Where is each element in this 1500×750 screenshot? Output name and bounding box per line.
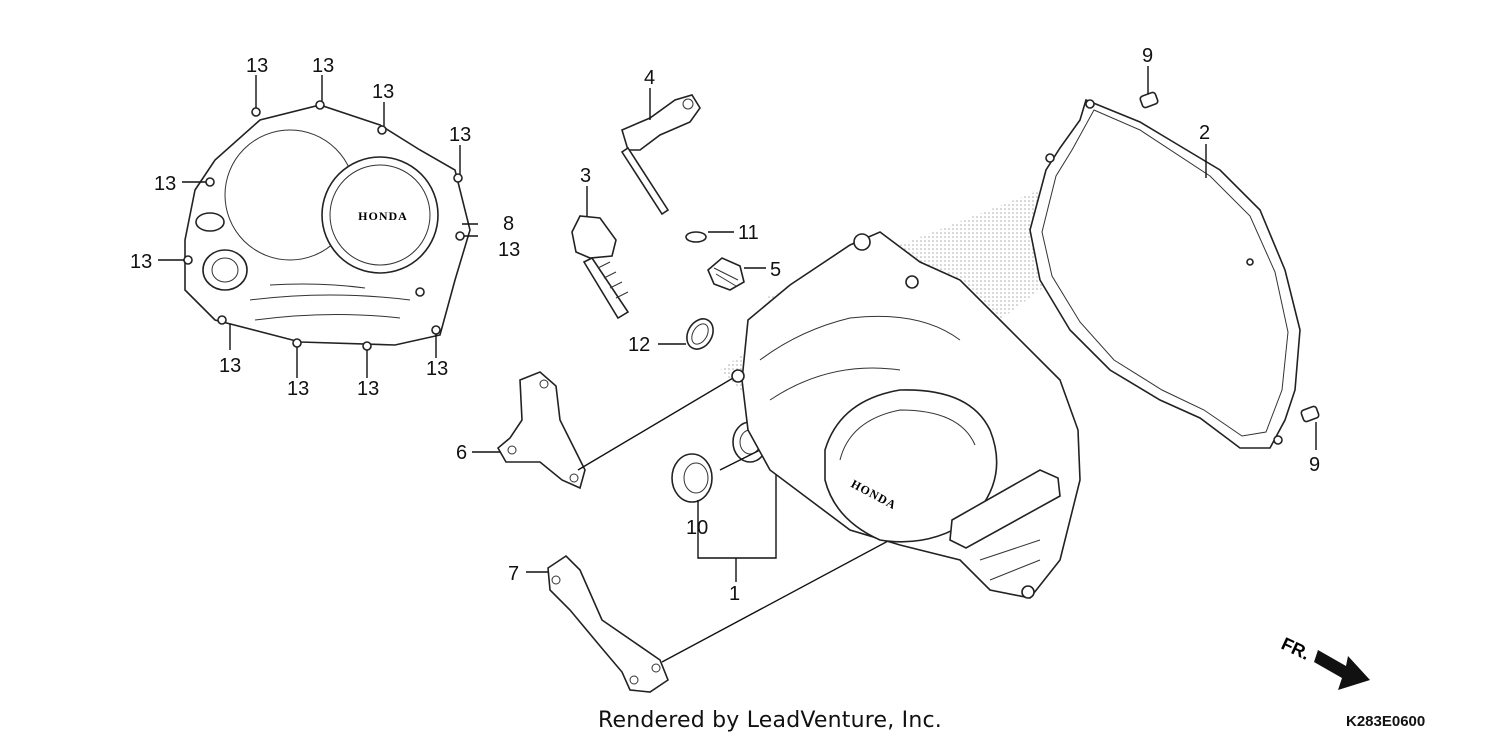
callout-1: 1 xyxy=(729,583,740,605)
render-credit: Rendered by LeadVenture, Inc. xyxy=(598,708,942,733)
callout-13-j: 13 xyxy=(357,378,379,400)
left-cover-outer-view: HONDA xyxy=(158,75,478,378)
callout-13-k: 13 xyxy=(426,358,448,380)
part-7-bracket xyxy=(547,554,669,693)
callout-6: 6 xyxy=(456,442,467,464)
main-crankcase-cover: HONDA xyxy=(720,190,1081,599)
part-9-dowel-top xyxy=(1139,91,1159,109)
callout-13-a: 13 xyxy=(246,55,268,77)
diagram-code: K283E0600 xyxy=(1346,713,1426,730)
callout-7: 7 xyxy=(508,563,519,585)
callout-13-e: 13 xyxy=(154,173,176,195)
bolt-markers xyxy=(183,100,465,351)
callout-11: 11 xyxy=(738,222,759,244)
callout-13-d: 13 xyxy=(449,124,471,146)
callout-13-b: 13 xyxy=(312,55,334,77)
callout-12: 12 xyxy=(628,334,650,356)
callout-3: 3 xyxy=(580,165,591,187)
part-3-plug xyxy=(571,215,630,320)
brand-logo-left: HONDA xyxy=(358,209,408,223)
part-12-oring xyxy=(686,318,714,350)
callout-13-g: 13 xyxy=(130,251,152,273)
callout-10: 10 xyxy=(686,517,708,539)
part-6-bracket xyxy=(496,371,586,490)
callout-13-c: 13 xyxy=(372,81,394,103)
part-11-oring xyxy=(685,231,707,243)
callout-4: 4 xyxy=(644,67,655,89)
callout-9-top: 9 xyxy=(1142,45,1153,67)
direction-label: FR. xyxy=(1278,633,1313,663)
part-9-dowel-bottom xyxy=(1300,405,1320,423)
callout-5: 5 xyxy=(770,259,781,281)
part-5-spring xyxy=(707,257,745,291)
callout-13-h: 13 xyxy=(219,355,241,377)
part-2-gasket xyxy=(1029,98,1301,449)
part-4-rod xyxy=(620,94,701,216)
part-10-bearing xyxy=(671,453,713,503)
callout-8: 8 xyxy=(503,213,514,235)
front-direction-arrow: FR. xyxy=(1278,633,1370,690)
callout-13-i: 13 xyxy=(287,378,309,400)
callout-2: 2 xyxy=(1199,122,1210,144)
callout-13-f: 13 xyxy=(498,239,520,261)
callout-9-bottom: 9 xyxy=(1309,454,1320,476)
